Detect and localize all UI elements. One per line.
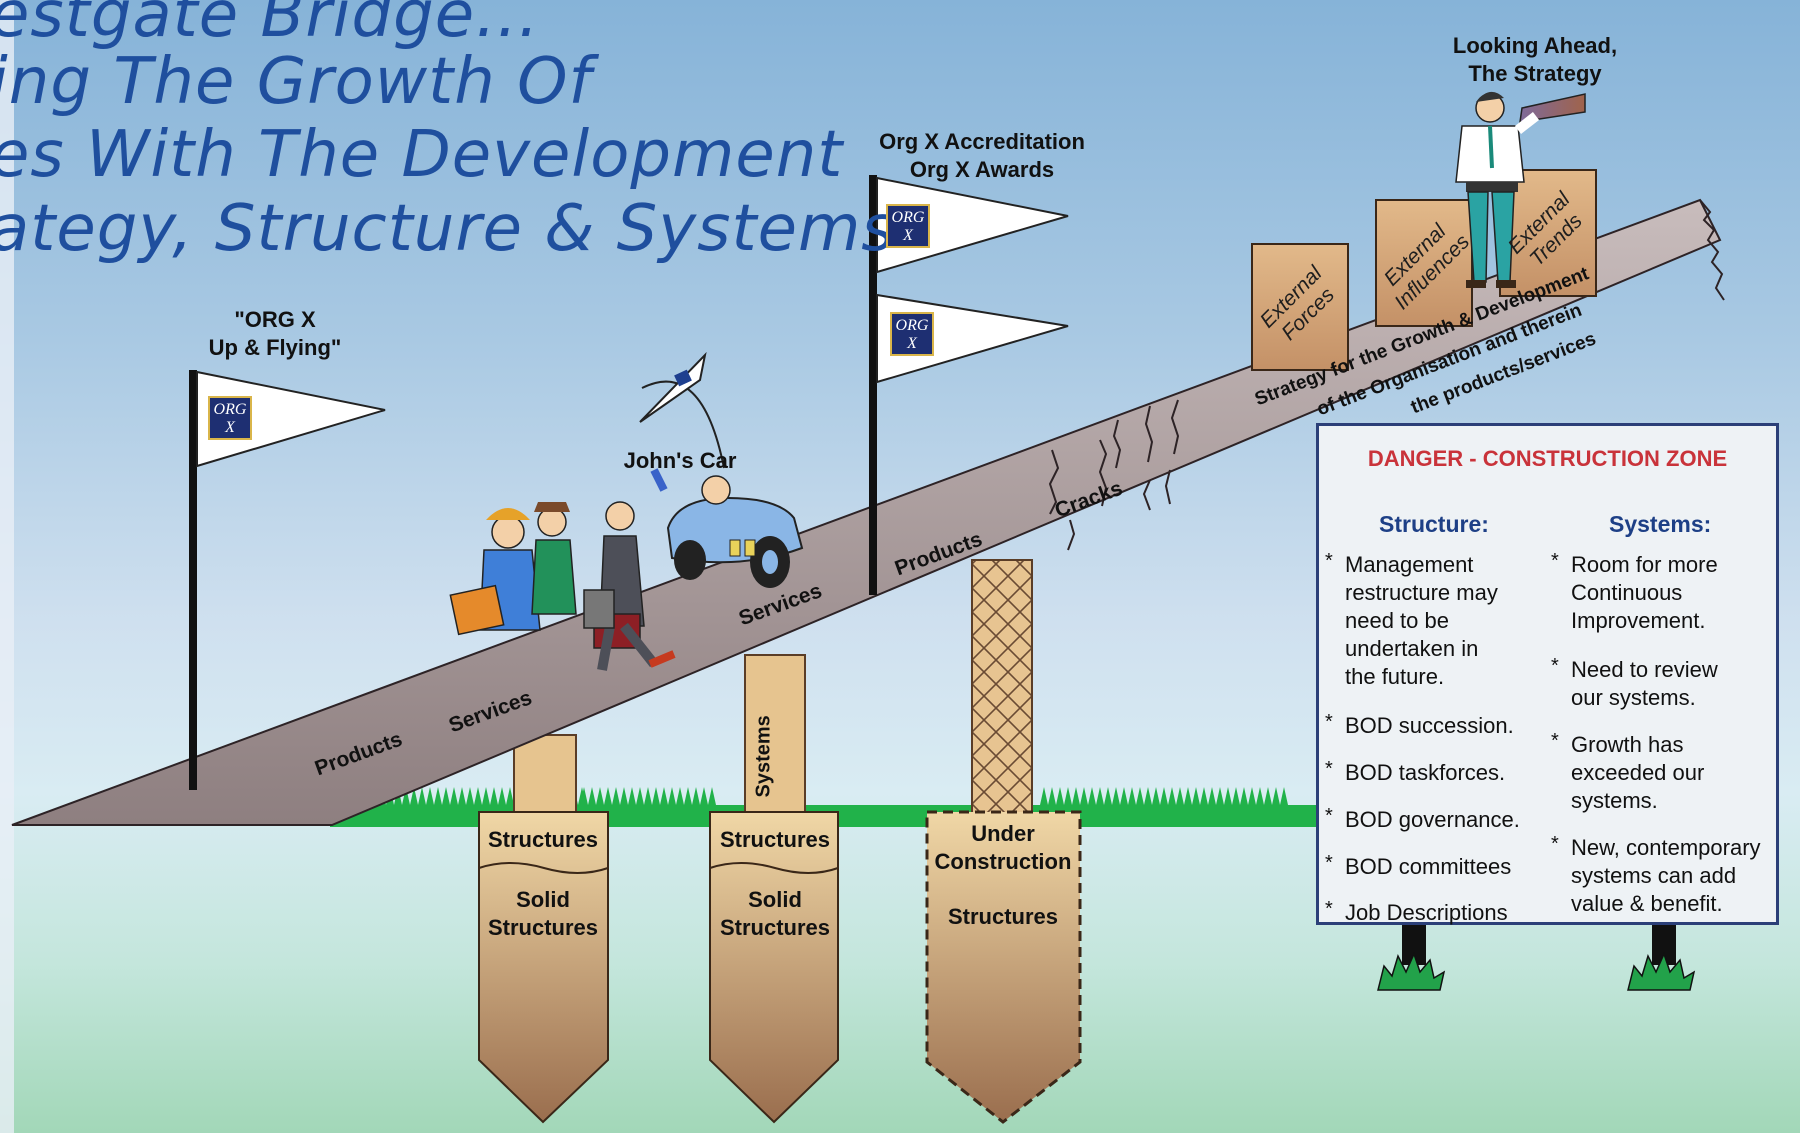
org-up-label-line1: "ORG X — [234, 307, 316, 332]
pillar2-bottom-line2: Structures — [719, 915, 831, 940]
bullet-star: * — [1325, 758, 1333, 780]
pillar-solid-structures-1 — [478, 734, 609, 1124]
org-up-label-line2: Up & Flying" — [208, 335, 342, 360]
structure-item-1: * Management restructure may need to be … — [1325, 550, 1498, 691]
looking-ahead-line2: The Strategy — [1468, 61, 1602, 86]
looking-ahead-line1: Looking Ahead, — [1452, 33, 1618, 58]
bullet-star: * — [1551, 655, 1559, 677]
title-line-3: es With The Development — [0, 118, 844, 192]
structure-item-3-line: BOD taskforces. — [1345, 760, 1506, 785]
org-x-logo-2: ORG X — [886, 204, 930, 248]
structure-item-1-line: undertaken in — [1345, 636, 1479, 661]
org-up-label: "ORG X Up & Flying" — [200, 306, 350, 362]
systems-item-1-line: Room for more — [1571, 552, 1718, 577]
looking-ahead-label: Looking Ahead, The Strategy — [1420, 32, 1650, 88]
systems-item-2: * Need to review our systems. — [1551, 655, 1718, 712]
bullet-star: * — [1551, 730, 1559, 752]
systems-item-3-line: exceeded our — [1571, 760, 1705, 785]
pillar3-top-label: Under Construction — [922, 820, 1084, 876]
systems-item-4-line: New, contemporary — [1571, 835, 1761, 860]
structure-item-6: * Job Descriptions — [1325, 898, 1508, 927]
structure-item-3: * BOD taskforces. — [1325, 758, 1506, 787]
title-line-4: ategy, Structure & Systems — [0, 192, 896, 266]
systems-item-4-line: systems can add — [1571, 863, 1737, 888]
flag-org-up — [189, 370, 386, 790]
bullet-star: * — [1325, 711, 1333, 733]
structure-item-6-line: Job Descriptions — [1345, 900, 1508, 925]
pillar-under-construction — [925, 559, 1082, 1124]
pillar1-bottom-label: Solid Structures — [476, 886, 610, 942]
pillar2-bottom-line1: Solid — [748, 887, 802, 912]
pillar3-top-line2: Construction — [934, 849, 1072, 874]
pillar2-top-label: Structures — [719, 827, 831, 852]
bullet-star: * — [1325, 898, 1333, 920]
pillar1-top-label: Structures — [487, 827, 599, 852]
systems-heading: Systems: — [1609, 511, 1712, 537]
systems-item-1-line: Continuous — [1571, 580, 1683, 605]
awards-label: Org X Awards — [909, 157, 1055, 182]
pillar2-bottom-label: Solid Structures — [708, 886, 842, 942]
bullet-star: * — [1551, 550, 1559, 572]
structure-item-2-line: BOD succession. — [1345, 713, 1514, 738]
pillar-solid-structures-2 — [709, 654, 839, 1124]
title-line-1: estgate Bridge… — [0, 0, 541, 52]
systems-item-2-line: Need to review — [1571, 657, 1718, 682]
systems-item-2-line: our systems. — [1571, 685, 1696, 710]
systems-item-4-line: value & benefit. — [1571, 891, 1723, 916]
logo-text-top: ORG — [895, 317, 929, 334]
accreditation-label: Org X Accreditation — [879, 129, 1085, 154]
systems-item-3: * Growth has exceeded our systems. — [1551, 730, 1705, 815]
pillar3-top-line1: Under — [971, 821, 1035, 846]
johns-car-figure — [639, 351, 804, 588]
structure-item-1-line: the future. — [1345, 664, 1445, 689]
external-boxes — [1251, 169, 1597, 371]
org-x-logo-1: ORG X — [208, 396, 252, 440]
systems-item-4: * New, contemporary systems can add valu… — [1551, 833, 1761, 918]
structure-item-2: * BOD succession. — [1325, 711, 1514, 740]
bullet-star: * — [1325, 550, 1333, 572]
structure-item-1-line: Management — [1345, 552, 1474, 577]
logo-text-bottom: X — [225, 419, 235, 436]
structure-item-1-line: restructure may — [1345, 580, 1498, 605]
pillar1-bottom-line2: Structures — [487, 915, 599, 940]
bullet-star: * — [1551, 833, 1559, 855]
structure-item-4: * BOD governance. — [1325, 805, 1520, 834]
man-with-telescope-figure — [1455, 91, 1586, 288]
pillar3-bottom-label: Structures — [947, 904, 1059, 929]
pillar1-bottom-line1: Solid — [516, 887, 570, 912]
systems-item-3-line: systems. — [1571, 788, 1658, 813]
systems-item-1-line: Improvement. — [1571, 608, 1706, 633]
bullet-star: * — [1325, 805, 1333, 827]
pillar2-systems-label: Systems — [752, 715, 775, 798]
structure-item-5-line: BOD committees — [1345, 854, 1512, 879]
travellers-figure — [449, 501, 676, 671]
structure-heading: Structure: — [1379, 511, 1489, 537]
systems-item-1: * Room for more Continuous Improvement. — [1551, 550, 1718, 635]
logo-text-top: ORG — [891, 209, 925, 226]
danger-title: DANGER - CONSTRUCTION ZONE — [1367, 446, 1728, 471]
johns-car-label: John's Car — [623, 448, 737, 473]
structure-item-5: * BOD committees — [1325, 852, 1512, 881]
structure-item-1-line: need to be — [1345, 608, 1449, 633]
logo-text-bottom: X — [903, 227, 913, 244]
accreditation-awards-label: Org X Accreditation Org X Awards — [862, 128, 1102, 184]
logo-text-bottom: X — [907, 335, 917, 352]
title-line-2: ing The Growth Of — [0, 45, 592, 119]
systems-item-3-line: Growth has — [1571, 732, 1684, 757]
danger-sign-posts — [1377, 925, 1696, 991]
bullet-star: * — [1325, 852, 1333, 874]
org-x-logo-3: ORG X — [890, 312, 934, 356]
danger-construction-sign: DANGER - CONSTRUCTION ZONE Structure: Sy… — [1316, 423, 1779, 925]
structure-item-4-line: BOD governance. — [1345, 807, 1520, 832]
logo-text-top: ORG — [213, 401, 247, 418]
